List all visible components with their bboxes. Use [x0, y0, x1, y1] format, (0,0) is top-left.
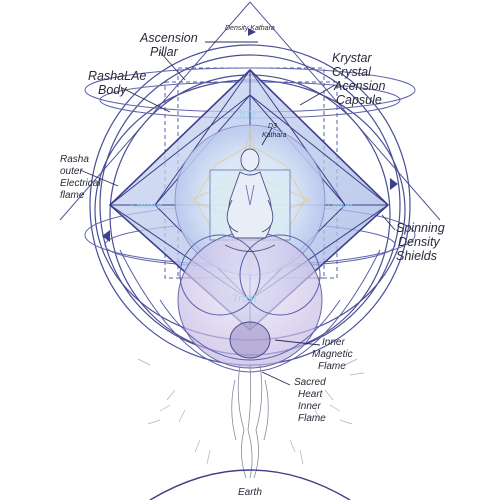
earth-arc: [149, 469, 351, 500]
ascension-pillar-label: Ascension Pillar: [139, 31, 201, 59]
krystar-capsule-label: Krystar Crystal Acension Capsule: [332, 51, 389, 107]
right-wing-word: Gratitude: [328, 204, 353, 210]
d3-kathara-label: D3 Kathara: [262, 123, 287, 139]
lower-heart-sphere: [229, 321, 271, 359]
earth-label: Earth: [238, 487, 262, 498]
rotation-arrows: [102, 28, 398, 242]
label-pointers: [79, 41, 396, 386]
spinning-density-shields-label: Spinning Density Shields: [396, 221, 448, 263]
meditating-figure: [224, 148, 276, 252]
inner-magnetic-flame-label: Inner Magnetic Flame: [312, 337, 355, 372]
sacred-heart-flame: [231, 364, 269, 479]
rasha-outer-flame-label: Rasha outer Electrical flame: [60, 154, 103, 201]
trust-word: Trust: [232, 293, 257, 305]
rashalae-body-label: RashaLAe Body: [88, 69, 150, 97]
joy-word: Joy: [236, 106, 257, 121]
magnetic-flame-arcs: [119, 234, 381, 373]
left-wing-word: Gentleness: [132, 204, 162, 210]
density-kathara-label: Density Kathara: [225, 25, 275, 32]
flame-sparks: [137, 358, 365, 465]
sacred-heart-flame-label: Sacred Heart Inner Flame: [294, 377, 328, 424]
